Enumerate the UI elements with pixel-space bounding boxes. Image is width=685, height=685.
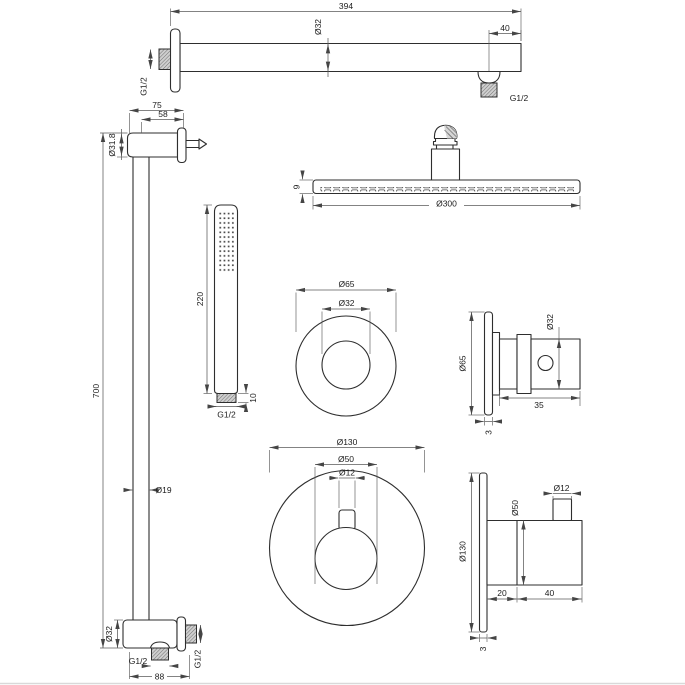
dim-thermostat-side-handle-diameter: Ø12	[553, 483, 569, 493]
rail-top-flange	[176, 127, 187, 164]
thermostat-side-handle	[552, 498, 573, 522]
dim-thermostat-handle-diameter: Ø12	[339, 468, 355, 478]
rail-outlet-dome	[149, 641, 171, 649]
dim-arm-outlet-thread: G1/2	[510, 93, 529, 103]
head-shower-nozzle-row	[320, 187, 574, 192]
rail-wall-pin-tip	[198, 138, 208, 150]
dim-head-shower-diameter: Ø300	[436, 199, 457, 209]
head-shower-connector	[430, 148, 461, 181]
dim-arm-tube-diameter: Ø32	[313, 19, 323, 35]
hand-shower-connector	[216, 393, 237, 403]
rail-top-bracket	[126, 132, 179, 158]
thermostat-side-dimension-lines	[468, 472, 583, 642]
dim-thermostat-knob-diameter: Ø50	[338, 454, 354, 464]
dim-mixer-side-knob-diameter: Ø32	[545, 314, 555, 330]
dim-hand-shower-thread: G1/2	[217, 410, 236, 420]
mixer-side-step	[498, 338, 518, 390]
head-shower-ball-shading	[444, 125, 457, 139]
arm-wall-thread	[158, 48, 171, 70]
thermostat-side-view: Ø12 Ø50 Ø130 20 40 3	[458, 472, 583, 651]
rail-outlet-thread	[151, 647, 169, 661]
dim-rail-tube-diameter: Ø19	[156, 485, 172, 495]
dim-mixer-side-plate-thickness: 3	[484, 430, 494, 435]
dim-arm-length: 394	[339, 1, 353, 11]
dim-thermostat-side-plate-thickness: 3	[478, 646, 488, 651]
dim-rail-bracket-diameter: Ø31.8	[107, 133, 117, 156]
hand-shower-nozzles	[218, 212, 234, 273]
head-shower-drawing: 9 Ø300	[292, 124, 581, 210]
dim-rail-outlet-thread: G1/2	[129, 656, 148, 666]
mixer-side-dimension-lines	[468, 311, 581, 426]
dim-mixer-plate-diameter: Ø65	[338, 279, 354, 289]
arm-wall-flange	[169, 28, 181, 93]
mixer-knob	[321, 340, 371, 390]
arm-outlet-dome	[477, 70, 501, 84]
rail-wall-pin	[185, 139, 200, 149]
thermostat-front-dimension-lines	[269, 445, 425, 584]
dim-arm-outlet-offset: 40	[500, 23, 510, 33]
rail-bottom-elbow	[122, 619, 178, 649]
head-shower-dimension-lines	[299, 170, 581, 210]
thermostat-front-view: Ø130 Ø50 Ø12	[268, 437, 426, 627]
arm-tube	[179, 42, 522, 73]
dim-rail-elbow-width: 88	[155, 672, 165, 682]
hand-shower-dimension-lines	[203, 204, 249, 413]
dim-hand-shower-length: 220	[195, 292, 205, 306]
dim-head-shower-thickness: 9	[292, 184, 302, 189]
head-shower-neck	[435, 144, 454, 150]
dim-rail-length: 700	[91, 384, 101, 398]
hand-shower-drawing: 220 10 G1/2	[195, 204, 258, 420]
rail-wall-thread	[185, 624, 197, 644]
mixer-side-plate	[483, 311, 494, 416]
dim-arm-wall-thread: G1/2	[139, 77, 149, 96]
mixer-side-ring	[516, 333, 532, 395]
mixer-side-base	[491, 331, 501, 396]
dim-mixer-side-depth: 35	[534, 400, 544, 410]
thermostat-side-body	[486, 519, 583, 586]
dim-hand-shower-connector: 10	[248, 393, 258, 403]
rail-bottom-flange	[176, 616, 187, 652]
dim-rail-bracket-depth: 58	[158, 109, 168, 119]
dim-rail-elbow-height: Ø32	[104, 626, 114, 642]
head-shower-collar	[432, 137, 458, 146]
thermostat-knob	[314, 526, 378, 591]
dim-mixer-side-plate-diameter: Ø65	[458, 355, 468, 371]
rail-dimension-lines	[100, 108, 203, 681]
mixer-side-set-screw	[537, 354, 554, 372]
mixer-front-dimension-lines	[295, 287, 397, 354]
dim-thermostat-plate-diameter: Ø130	[337, 437, 358, 447]
dim-rail-bracket-total-depth: 75	[152, 100, 162, 110]
dim-thermostat-side-knob-depth: 40	[545, 588, 555, 598]
dim-thermostat-side-knob-diameter: Ø50	[510, 500, 520, 516]
mixer-side-view: Ø65 Ø32 35 3	[458, 311, 581, 435]
dim-thermostat-side-plate-diameter: Ø130	[458, 541, 468, 562]
shower-arm-drawing: 394 Ø32 40 G1/2 G1/2	[139, 1, 529, 103]
head-shower-ball-hatch	[444, 125, 458, 139]
dim-mixer-knob-diameter: Ø32	[338, 298, 354, 308]
arm-dimension-lines	[148, 8, 522, 77]
arm-outlet-thread	[480, 82, 498, 98]
dim-rail-wall-thread: G1/2	[193, 650, 203, 669]
thermostat-side-plate	[478, 472, 488, 633]
dim-thermostat-side-flange-depth: 20	[497, 588, 507, 598]
mixer-front-view: Ø65 Ø32	[295, 279, 397, 417]
slide-rail-drawing: 700 Ø31.8 75 58 Ø19 Ø32 G1/2 G1/2 88	[91, 100, 208, 682]
